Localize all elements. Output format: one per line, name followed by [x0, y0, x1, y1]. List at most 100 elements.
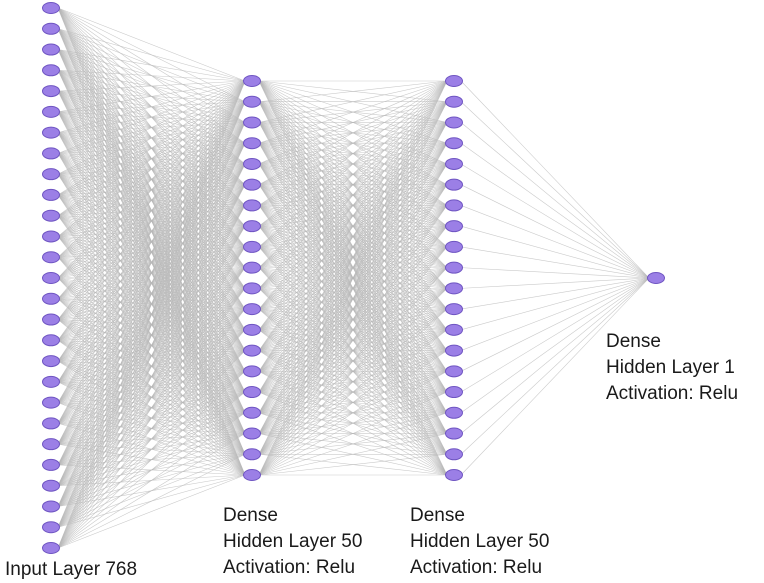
- edge-l0-0-0: [57, 7, 246, 82]
- neuron-node-l1-2: [243, 116, 261, 129]
- edge-l0-26-10: [57, 288, 246, 549]
- edge-l1-14-0: [258, 80, 448, 372]
- hidden-layer-1-label: Dense Hidden Layer 50 Activation: Relu: [223, 503, 362, 581]
- hidden-layer-2-type: Dense: [410, 505, 465, 526]
- edge-l0-25-0: [57, 80, 246, 528]
- edge-l2-11-0: [460, 277, 650, 310]
- edge-l1-19-15: [258, 391, 448, 476]
- neuron-node-l2-14: [445, 365, 463, 378]
- edge-l0-8-0: [57, 80, 246, 175]
- edge-l1-19-5: [258, 184, 448, 476]
- neuron-node-l2-9: [445, 261, 463, 274]
- neuron-node-l1-4: [243, 157, 261, 170]
- output-layer-size: Hidden Layer 1: [606, 357, 735, 378]
- neuron-node-l1-18: [243, 448, 261, 461]
- edge-l0-26-17: [57, 433, 246, 549]
- neuron-node-l0-10: [42, 209, 60, 222]
- neuron-node-l2-4: [445, 157, 463, 170]
- neuron-node-l2-19: [445, 469, 463, 481]
- neuron-node-l1-16: [243, 406, 261, 419]
- edge-l0-26-5: [57, 184, 246, 549]
- neuron-node-l0-12: [42, 251, 60, 264]
- neuron-node-l1-5: [243, 178, 261, 191]
- hidden-layer-1-size: Hidden Layer 50: [223, 531, 363, 552]
- edge-l0-11-0: [57, 80, 246, 237]
- neuron-node-l0-21: [42, 438, 60, 451]
- neuron-node-l2-1: [445, 95, 463, 108]
- neuron-node-l0-4: [42, 85, 60, 98]
- neuron-node-l1-1: [243, 95, 261, 108]
- edge-l1-11-0: [258, 80, 448, 310]
- edge-l2-16-0: [460, 277, 650, 414]
- edge-l0-26-9: [57, 267, 246, 549]
- edge-l1-19-8: [258, 246, 448, 476]
- edge-l1-8-0: [258, 80, 448, 248]
- neuron-node-l1-19: [243, 469, 261, 481]
- edge-l1-9-0: [258, 80, 448, 268]
- edge-l1-16-0: [258, 80, 448, 413]
- neuron-node-l2-12: [445, 323, 463, 336]
- input-layer-label-line1: Input Layer 768: [5, 559, 138, 580]
- neuron-node-l2-16: [445, 406, 463, 419]
- neuron-node-l0-26: [42, 542, 60, 554]
- edge-l2-12-0: [460, 277, 650, 331]
- neuron-node-l1-11: [243, 303, 261, 316]
- edge-l1-19-3: [258, 143, 448, 476]
- neuron-node-l1-10: [243, 282, 261, 295]
- neuron-node-l2-5: [445, 178, 463, 191]
- neuron-node-l1-8: [243, 240, 261, 253]
- neuron-node-l2-18: [445, 448, 463, 461]
- edge-l1-19-11: [258, 308, 448, 476]
- edge-l1-12-0: [258, 80, 448, 331]
- edge-l2-0-0: [460, 80, 650, 279]
- output-layer-type: Dense: [606, 331, 661, 352]
- edge-l0-26-16: [57, 412, 246, 549]
- edge-l1-17-0: [258, 80, 448, 434]
- edge-l0-7-0: [57, 80, 246, 154]
- edge-l0-4-0: [57, 80, 246, 92]
- neuron-node-l0-5: [42, 105, 60, 118]
- connection-edges: [57, 7, 650, 549]
- edge-l2-19-0: [460, 277, 650, 476]
- edge-l1-19-6: [258, 205, 448, 476]
- edge-l1-19-12: [258, 329, 448, 476]
- neuron-nodes: [42, 2, 665, 554]
- edge-l1-19-13: [258, 350, 448, 476]
- edge-l0-13-0: [57, 80, 246, 279]
- neuron-node-l1-15: [243, 386, 261, 399]
- hidden-layer-2-activation: Activation: Relu: [410, 557, 543, 578]
- neuron-node-l2-10: [445, 282, 463, 295]
- neuron-node-l0-24: [42, 500, 60, 513]
- edge-l0-15-0: [57, 80, 246, 320]
- edge-l0-26-19: [57, 474, 246, 549]
- edge-l2-15-0: [460, 277, 650, 393]
- edge-l1-19-9: [258, 267, 448, 476]
- edge-l0-26-8: [57, 246, 246, 549]
- neuron-node-l0-23: [42, 479, 60, 492]
- neuron-node-l2-6: [445, 199, 463, 212]
- neuron-node-l0-11: [42, 230, 60, 243]
- neuron-node-l0-25: [42, 521, 60, 534]
- edge-l0-2-0: [57, 49, 246, 82]
- neuron-node-l2-7: [445, 220, 463, 233]
- neuron-node-l0-7: [42, 147, 60, 160]
- neuron-node-l2-11: [445, 303, 463, 316]
- edge-l2-5-0: [460, 184, 650, 279]
- edge-l2-6-0: [460, 205, 650, 279]
- edge-l2-7-0: [460, 225, 650, 279]
- output-layer-label: Dense Hidden Layer 1 Activation: Relu: [606, 329, 738, 407]
- edge-l0-26-12: [57, 329, 246, 549]
- edge-l0-26-14: [57, 371, 246, 549]
- edge-l2-17-0: [460, 277, 650, 434]
- edge-l2-8-0: [460, 246, 650, 279]
- neuron-node-l2-2: [445, 116, 463, 129]
- edge-l0-22-0: [57, 80, 246, 466]
- edge-l1-4-0: [258, 80, 448, 165]
- edge-l0-26-11: [57, 308, 246, 549]
- edge-l0-18-0: [57, 80, 246, 383]
- edge-l1-13-0: [258, 80, 448, 351]
- edge-l0-19-0: [57, 80, 246, 403]
- edge-l0-20-0: [57, 80, 246, 424]
- neuron-node-l1-3: [243, 137, 261, 150]
- neuron-node-l0-17: [42, 355, 60, 368]
